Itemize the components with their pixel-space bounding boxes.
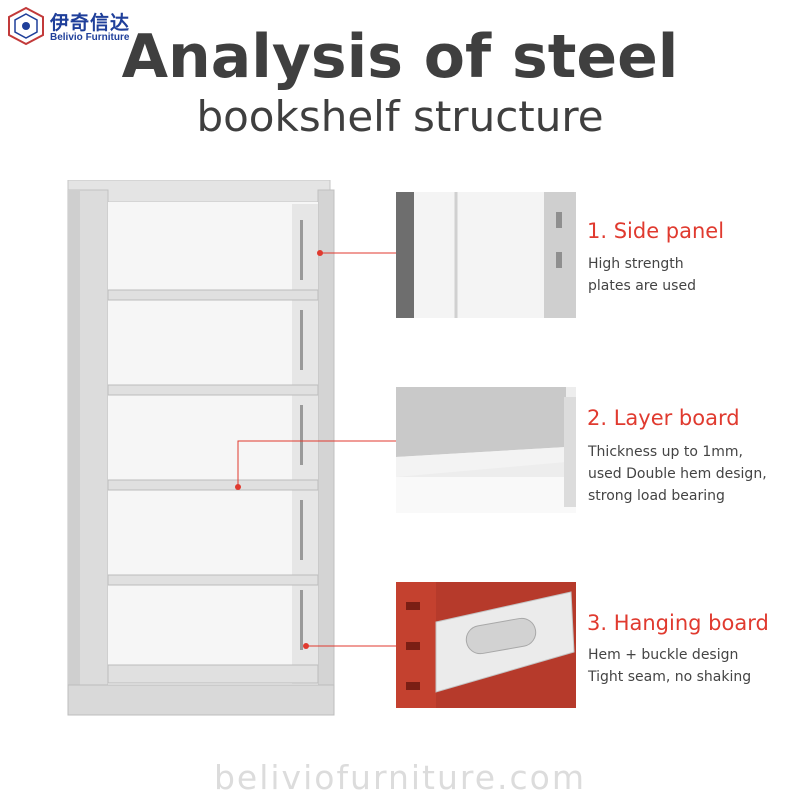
brand-logo: 伊奇信达 Belivio Furniture bbox=[4, 4, 164, 48]
layer-board-photo bbox=[396, 387, 576, 513]
feature-desc-side-panel: High strength plates are used bbox=[588, 253, 696, 297]
steel-bookshelf-illustration bbox=[67, 180, 335, 716]
brand-name-cn: 伊奇信达 bbox=[50, 12, 131, 34]
feature-desc-line: used Double hem design, bbox=[588, 466, 767, 482]
page-title: Analysis of steel bbox=[121, 22, 679, 92]
side-panel-photo bbox=[396, 192, 576, 318]
feature-desc-line: Hem + buckle design bbox=[588, 647, 739, 663]
page-subtitle: bookshelf structure bbox=[196, 92, 604, 141]
feature-desc-line: Thickness up to 1mm, bbox=[588, 444, 743, 460]
feature-title-layer-board: 2. Layer board bbox=[587, 406, 740, 430]
website-watermark: beliviofurniture.com bbox=[213, 758, 587, 797]
feature-title-hanging-board: 3. Hanging board bbox=[587, 611, 769, 635]
feature-desc-layer-board: Thickness up to 1mm, used Double hem des… bbox=[588, 441, 767, 507]
brand-name-en: Belivio Furniture bbox=[50, 32, 130, 43]
feature-desc-line: strong load bearing bbox=[588, 488, 725, 504]
feature-title-side-panel: 1. Side panel bbox=[587, 219, 725, 243]
feature-desc-line: High strength bbox=[588, 256, 684, 272]
logo-emblem-icon bbox=[8, 6, 44, 46]
hanging-board-photo bbox=[396, 582, 576, 708]
feature-desc-hanging-board: Hem + buckle design Tight seam, no shaki… bbox=[588, 644, 751, 688]
feature-desc-line: plates are used bbox=[588, 278, 696, 294]
feature-desc-line: Tight seam, no shaking bbox=[588, 669, 752, 685]
